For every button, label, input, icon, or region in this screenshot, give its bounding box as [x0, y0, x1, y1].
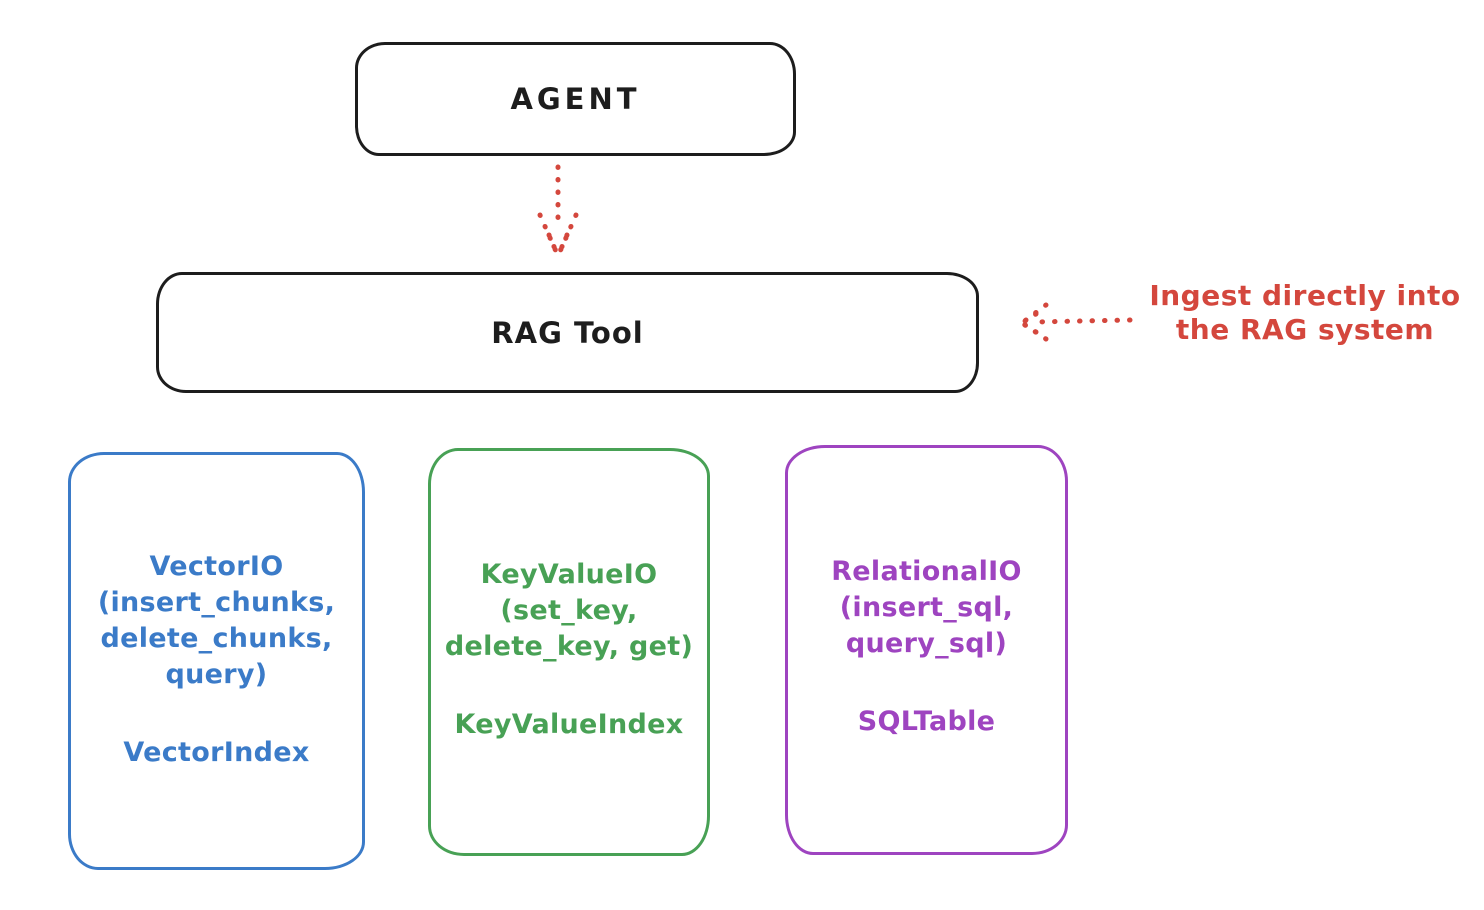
ingest-arrow-icon	[1019, 302, 1133, 342]
sql-table-label: SQLTable	[857, 706, 996, 737]
agent-node-label: AGENT	[510, 82, 641, 116]
rag-tool-node: RAG Tool	[156, 272, 979, 393]
relational-io-box: RelationalIO (insert_sql, query_sql) SQL…	[785, 445, 1068, 855]
vector-io-box: VectorIO (insert_chunks, delete_chunks, …	[68, 452, 365, 870]
relational-io-title: RelationalIO (insert_sql, query_sql)	[831, 556, 1022, 659]
rag-tool-node-label: RAG Tool	[491, 315, 644, 350]
agent-to-ragtool-arrow-icon	[537, 164, 579, 259]
ingest-annotation-line2: the RAG system	[1175, 313, 1435, 347]
keyvalue-index-label: KeyValueIndex	[454, 709, 684, 740]
keyvalue-io-box: KeyValueIO (set_key, delete_key, get) Ke…	[428, 448, 710, 856]
ingest-annotation-line1: Ingest directly into	[1149, 279, 1461, 312]
ingest-annotation: Ingest directly into the RAG system	[1133, 279, 1477, 347]
agent-node: AGENT	[355, 42, 796, 156]
vector-io-title: VectorIO (insert_chunks, delete_chunks, …	[97, 551, 336, 690]
keyvalue-io-title: KeyValueIO (set_key, delete_key, get)	[444, 559, 694, 662]
vector-index-label: VectorIndex	[123, 737, 310, 768]
